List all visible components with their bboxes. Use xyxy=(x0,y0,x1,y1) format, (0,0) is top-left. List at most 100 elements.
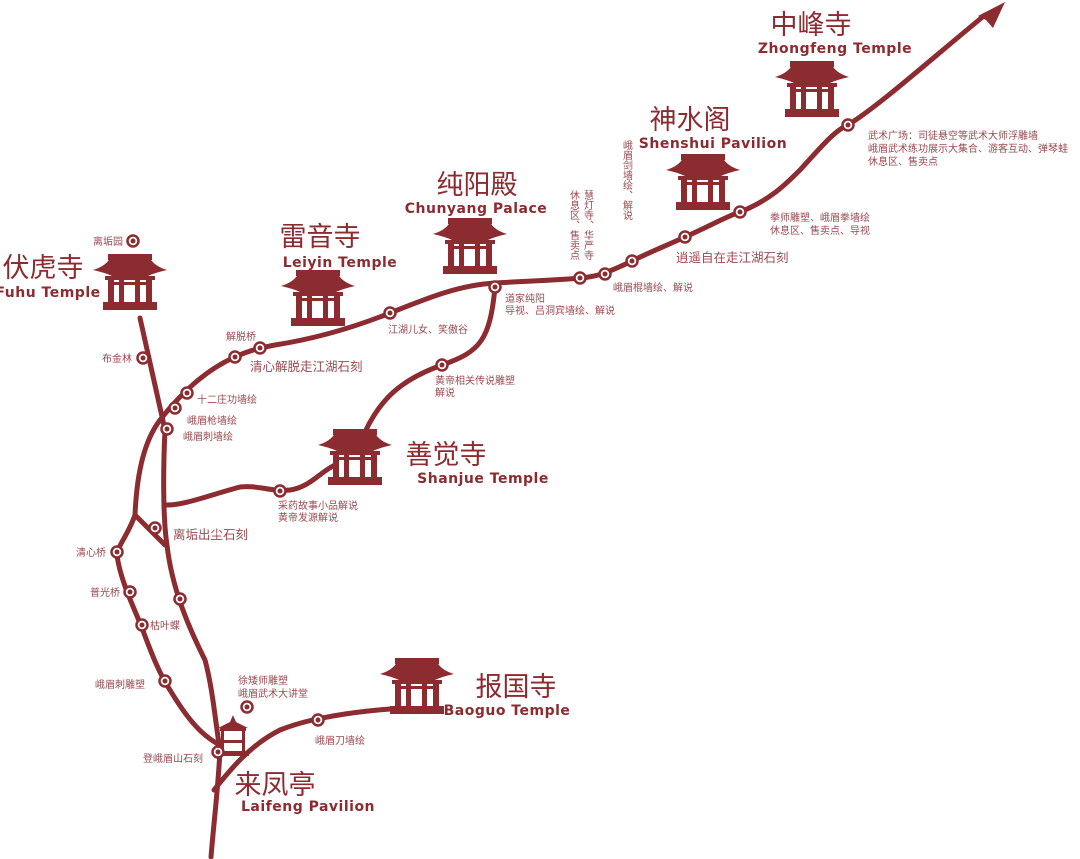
stop-label-vertical: 休息区、售卖点 xyxy=(568,190,580,261)
stop-label: 清心解脱走江湖石刻 xyxy=(250,359,363,374)
stop-marker-icon xyxy=(625,254,639,268)
site-title-chunyang-en: Chunyang Palace xyxy=(405,201,547,217)
stop-label: 休息区、售卖点、导视 xyxy=(770,224,870,237)
stop-marker-dot xyxy=(492,284,498,290)
site-title-shanjue-cn: 善觉寺 xyxy=(406,440,487,471)
stop-label: 黄帝发源解说 xyxy=(278,511,338,524)
site-title-shanjue-en: Shanjue Temple xyxy=(417,471,549,487)
stop-marker-dot xyxy=(629,258,635,264)
stop-label: 峨眉棍墙绘、解说 xyxy=(613,281,693,294)
stop-marker-dot xyxy=(152,525,158,531)
stop-label: 休息区、售卖点 xyxy=(868,155,938,168)
stop-marker-icon xyxy=(228,350,242,364)
stop-marker-dot xyxy=(737,209,743,215)
stop-marker-dot xyxy=(257,345,263,351)
stop-marker-icon xyxy=(488,280,502,294)
stop-marker-icon xyxy=(148,521,162,535)
stop-nodes xyxy=(110,118,855,759)
route-main-trunk xyxy=(208,747,223,859)
stop-label: 普光桥 xyxy=(90,586,120,599)
stop-marker-icon xyxy=(158,674,172,688)
site-title-leiyin-cn: 雷音寺 xyxy=(280,222,361,253)
stop-label: 解说 xyxy=(435,386,455,399)
stop-label: 布金林 xyxy=(102,352,132,365)
stop-marker-dot xyxy=(162,678,168,684)
stop-label: 拳师雕塑、峨眉拳墙绘 xyxy=(770,211,870,224)
stop-marker-dot xyxy=(387,310,393,316)
site-title-shenshui-en: Shenshui Pavilion xyxy=(639,136,787,152)
stop-marker-icon xyxy=(240,700,254,714)
stop-marker-icon xyxy=(160,422,174,436)
stop-label: 枯叶蝶 xyxy=(150,619,180,632)
stop-label: 徐矮师雕塑 xyxy=(238,674,288,687)
stop-marker-dot xyxy=(232,354,238,360)
stop-marker-icon xyxy=(311,713,325,727)
stop-label: 峨眉枪墙绘 xyxy=(187,414,237,427)
temple-icon-chunyang xyxy=(433,218,507,274)
temple-icon-shanjue xyxy=(318,429,392,485)
stop-marker-dot xyxy=(315,717,321,723)
stop-marker-dot xyxy=(127,589,133,595)
route-shanjue-branch xyxy=(164,462,338,508)
stop-marker-icon xyxy=(110,545,124,559)
stop-marker-dot xyxy=(164,426,170,432)
stop-label: 导视、吕洞宾墙绘、解说 xyxy=(505,304,615,317)
site-title-baoguo-cn: 报国寺 xyxy=(476,672,557,703)
stop-label: 江湖儿女、笑傲谷 xyxy=(388,323,468,336)
stop-marker-dot xyxy=(845,122,851,128)
route-upper-main xyxy=(132,12,988,518)
stop-label: 离垢园 xyxy=(93,235,123,248)
arrow-head-icon xyxy=(978,2,1005,28)
stop-marker-dot xyxy=(139,622,145,628)
stop-marker-icon xyxy=(273,484,287,498)
site-title-fuhu-cn: 伏虎寺 xyxy=(3,253,84,284)
site-title-shenshui-cn: 神水阁 xyxy=(650,105,731,136)
stop-label-vertical: 慧灯寺、华严寺 xyxy=(582,189,594,260)
stop-label: 十二庄功墙绘 xyxy=(197,393,257,406)
stop-label: 清心桥 xyxy=(76,546,106,559)
stop-marker-dot xyxy=(130,238,136,244)
temple-icon-leiyin xyxy=(281,270,355,326)
stop-marker-icon xyxy=(126,234,140,248)
stop-marker-icon xyxy=(168,401,182,415)
site-title-zhongfeng-en: Zhongfeng Temple xyxy=(758,41,912,57)
stop-marker-icon xyxy=(123,585,137,599)
stop-marker-icon xyxy=(211,745,225,759)
stop-marker-icon xyxy=(180,386,194,400)
stop-marker-dot xyxy=(114,549,120,555)
stop-marker-icon xyxy=(573,271,587,285)
stop-label: 离垢出尘石刻 xyxy=(173,527,248,542)
stop-marker-icon xyxy=(733,205,747,219)
stop-label: 峨眉刺墙绘 xyxy=(183,430,233,443)
site-title-chunyang-cn: 纯阳殿 xyxy=(437,170,518,201)
stop-label: 峨眉武术大讲堂 xyxy=(238,687,308,700)
stop-marker-icon xyxy=(136,351,150,365)
stop-marker-dot xyxy=(244,704,250,710)
stop-label-vertical: 峨眉剑墙绘、解说 xyxy=(621,140,633,221)
stop-marker-dot xyxy=(172,405,178,411)
stop-marker-icon xyxy=(435,358,449,372)
stop-label: 逍遥自在走江湖石刻 xyxy=(676,250,789,265)
stop-marker-icon xyxy=(841,118,855,132)
site-title-leiyin-en: Leiyin Temple xyxy=(283,255,398,271)
stop-marker-dot xyxy=(439,362,445,368)
stop-marker-dot xyxy=(140,355,146,361)
site-title-zhongfeng-cn: 中峰寺 xyxy=(771,10,852,41)
temple-icon-shenshui xyxy=(666,154,740,210)
stop-marker-icon xyxy=(173,592,187,606)
pavilion-icon-laifeng xyxy=(217,715,249,756)
stop-marker-dot xyxy=(682,234,688,240)
stop-marker-icon xyxy=(135,618,149,632)
stop-label: 采药故事小品解说 xyxy=(278,499,358,512)
stop-label: 黄帝相关传说雕塑 xyxy=(435,374,515,387)
stop-marker-dot xyxy=(215,749,221,755)
site-title-laifeng-cn: 来凤亭 xyxy=(235,770,316,801)
stop-label: 道家纯阳 xyxy=(505,292,545,305)
stop-marker-dot xyxy=(177,596,183,602)
route-baoguo-branch xyxy=(211,706,393,793)
stop-marker-icon xyxy=(253,341,267,355)
stop-marker-dot xyxy=(602,271,608,277)
stop-marker-dot xyxy=(577,275,583,281)
stop-label: 峨眉刀墙绘 xyxy=(315,734,365,747)
